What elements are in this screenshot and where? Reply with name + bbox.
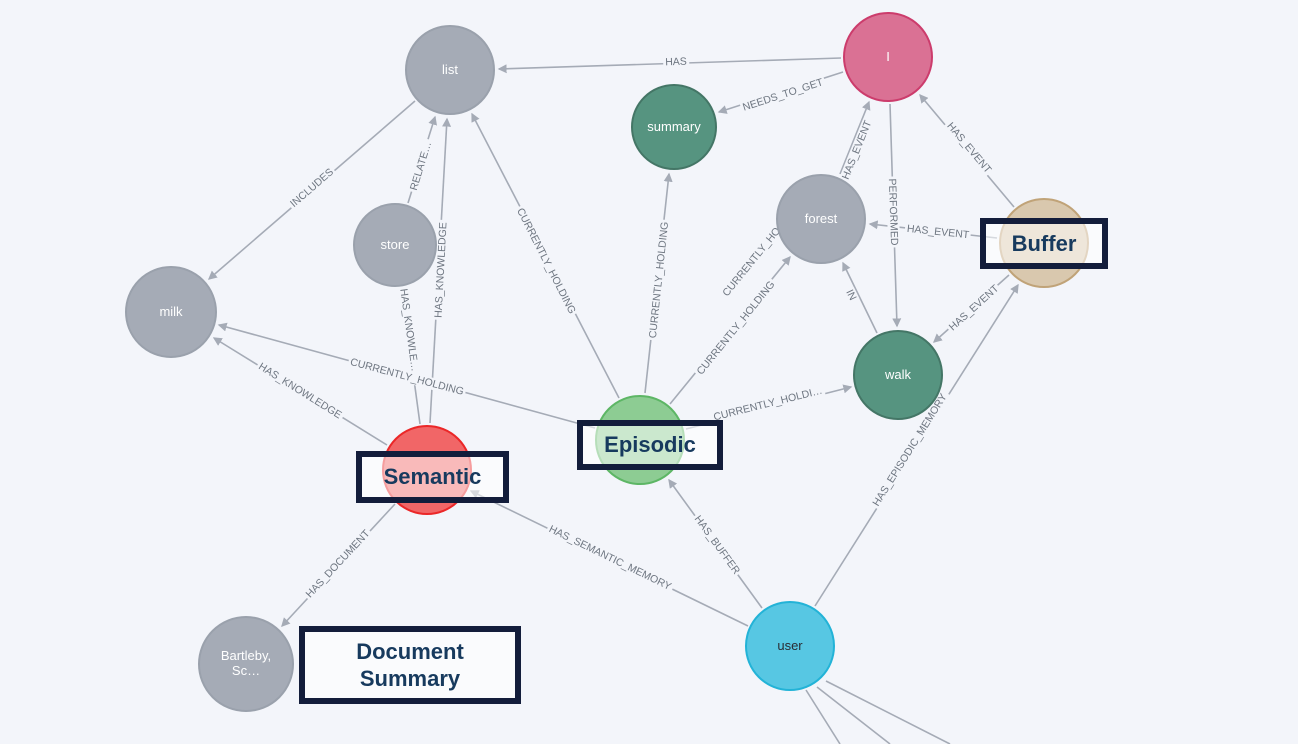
edge-walk-forest[interactable] <box>842 261 878 334</box>
edge-label-performed[interactable]: PERFORMED <box>885 176 901 248</box>
node-walk-caption: walk <box>884 366 911 382</box>
node-store[interactable]: store <box>353 203 437 287</box>
node-user-caption: user <box>777 637 803 653</box>
node-list-caption: list <box>442 61 458 77</box>
node-i-caption: I <box>886 48 890 64</box>
node-walk[interactable]: walk <box>853 330 943 420</box>
node-forest-caption: forest <box>804 210 838 226</box>
node-summary[interactable]: summary <box>631 84 717 170</box>
node-document-caption: Bartleby, Sc… <box>220 648 272 678</box>
edge-user-offscreen-2[interactable] <box>816 686 891 744</box>
node-milk-caption: milk <box>159 303 183 319</box>
annotation-episodic: Episodic <box>577 420 723 470</box>
edge-user-offscreen-1[interactable] <box>805 689 841 744</box>
node-list[interactable]: list <box>405 25 495 115</box>
edge-label-has[interactable]: HAS <box>663 55 689 69</box>
annotation-semantic-label: Semantic <box>383 464 482 490</box>
annotation-document-summary: Document Summary <box>299 626 521 704</box>
node-store-caption: store <box>380 236 410 252</box>
node-milk[interactable]: milk <box>125 266 217 358</box>
node-i[interactable]: I <box>843 12 933 102</box>
node-summary-caption: summary <box>647 118 701 134</box>
node-forest[interactable]: forest <box>776 174 866 264</box>
node-document[interactable]: Bartleby, Sc… <box>198 616 294 712</box>
edge-user-offscreen-3[interactable] <box>825 680 951 744</box>
annotation-semantic: Semantic <box>356 451 509 503</box>
annotation-buffer-label: Buffer <box>1011 230 1077 256</box>
node-user[interactable]: user <box>745 601 835 691</box>
annotation-buffer: Buffer <box>980 218 1108 269</box>
annotation-episodic-label: Episodic <box>604 432 696 458</box>
annotation-document-summary-label: Document Summary <box>356 638 464 692</box>
